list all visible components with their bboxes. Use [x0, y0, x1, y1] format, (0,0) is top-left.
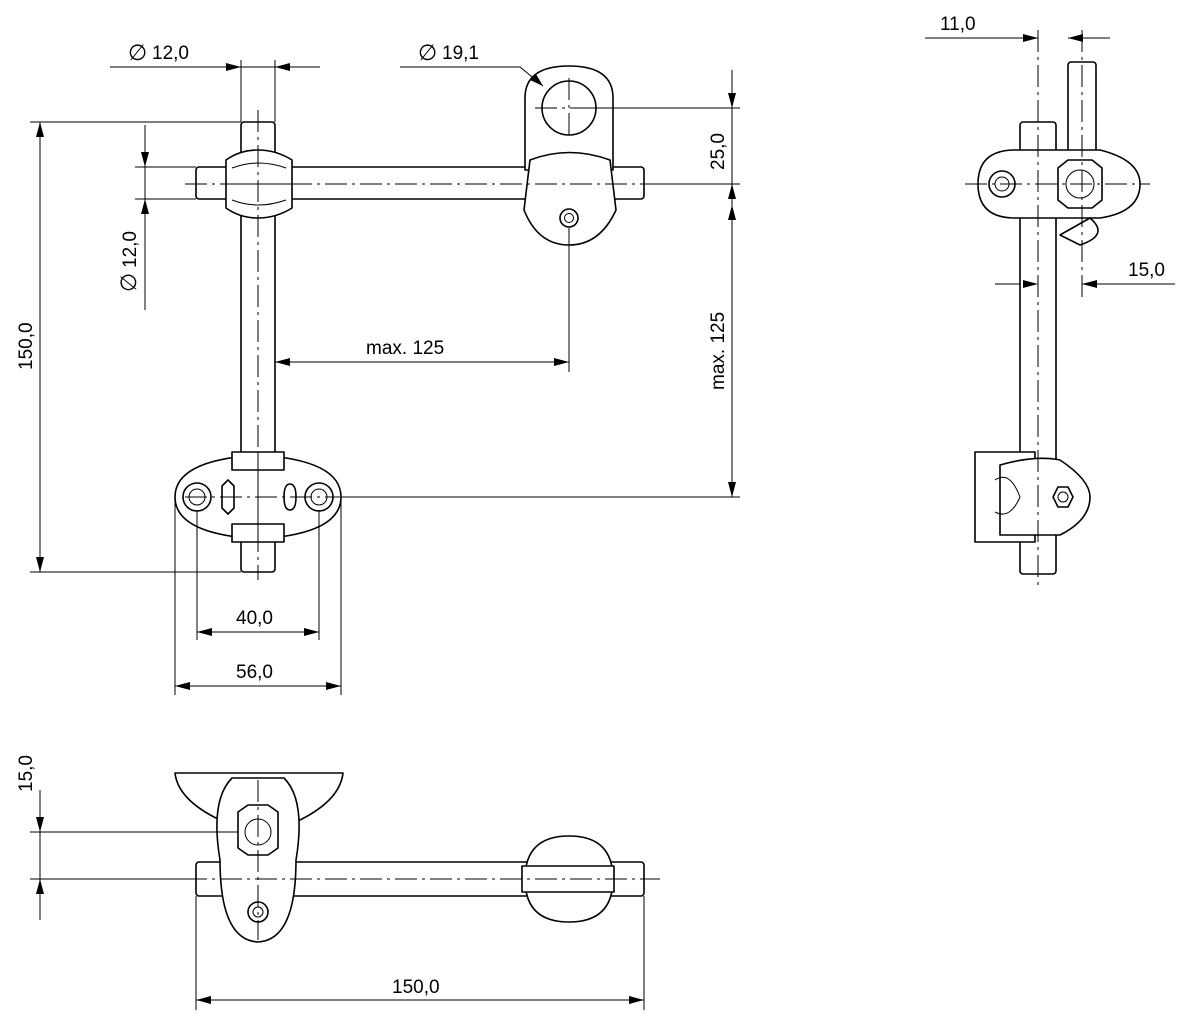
dim-top-dia-rod: 12,0: [152, 43, 189, 64]
dim-side-offset-mid: 15,0: [1128, 260, 1165, 281]
dim-base-width: 56,0: [236, 662, 273, 683]
dim-clamp-height: 25,0: [708, 133, 729, 170]
dim-bottom-length: 150,0: [392, 977, 440, 998]
dim-top-dia-clamp: 19,1: [442, 43, 479, 64]
side-view: [965, 30, 1150, 590]
diameter-symbol-clamp: ∅: [418, 40, 437, 65]
front-view: [174, 65, 660, 580]
dim-max-vertical: max. 125: [708, 312, 729, 390]
dim-bolt-spacing: 40,0: [236, 608, 273, 629]
top-view: [174, 772, 660, 943]
diameter-symbol-top-rod: ∅: [128, 40, 147, 65]
dim-height-total: 150,0: [16, 322, 37, 370]
dimension-lines: [30, 34, 1175, 1010]
dimension-labels: ∅ 12,0 ∅ 19,1 25,0 max. 125 150,0 ∅ 12,0…: [16, 14, 1165, 998]
dim-side-dia-rod: 12,0: [120, 231, 141, 268]
dim-side-offset-top: 11,0: [940, 14, 976, 35]
diameter-symbol-side-rod: ∅: [116, 273, 141, 292]
dim-max-horizontal: max. 125: [366, 338, 444, 359]
dim-bottom-offset: 15,0: [16, 755, 37, 792]
